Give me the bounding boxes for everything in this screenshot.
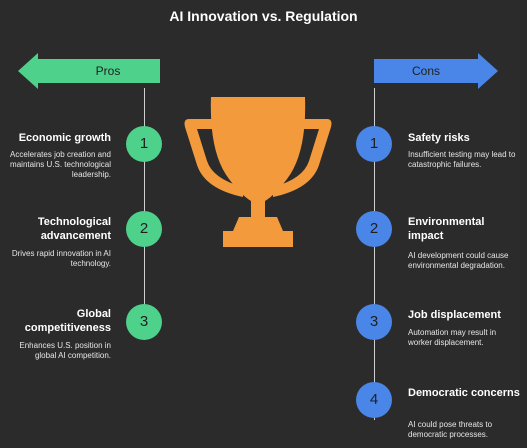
con-item-title: Safety risks — [408, 132, 470, 144]
pro-item-description: Enhances U.S. position in global AI comp… — [19, 341, 111, 360]
pro-item-title: Technological advancement — [37, 216, 111, 242]
con-item-description: AI could pose threats to democratic proc… — [408, 420, 493, 439]
cons-arrow-shape — [374, 53, 498, 89]
pro-item-description: Drives rapid innovation in AI technology… — [11, 249, 111, 268]
pro-item-title: Economic growth — [18, 132, 111, 144]
pros-label: Pros — [95, 64, 121, 78]
con-item-title: Job displacement — [408, 309, 501, 321]
con-number-badge: 2 — [356, 211, 392, 247]
cons-connector-line — [374, 88, 375, 420]
pros-arrow: Pros — [18, 53, 160, 89]
pro-item-description: Accelerates job creation and maintains U… — [10, 150, 111, 179]
pros-arrow-shape — [18, 53, 160, 89]
con-item-description: Automation may result in worker displace… — [408, 328, 497, 347]
con-number-badge: 4 — [356, 382, 392, 418]
pro-number-badge: 2 — [126, 211, 162, 247]
pro-number-badge: 3 — [126, 304, 162, 340]
con-number-badge: 1 — [356, 126, 392, 162]
cons-arrow: Cons — [374, 53, 498, 89]
con-item-title: Democratic concerns — [408, 387, 520, 399]
con-item-title: Environmental impact — [408, 216, 485, 242]
pro-number-badge: 1 — [126, 126, 162, 162]
con-number-badge: 3 — [356, 304, 392, 340]
con-item-description: AI development could cause environmental… — [408, 251, 509, 270]
pro-item-title: Global competitiveness — [24, 308, 111, 334]
con-item-description: Insufficient testing may lead to catastr… — [408, 150, 516, 169]
cons-label: Cons — [411, 64, 440, 78]
trophy-icon — [184, 97, 332, 247]
page-title: AI Innovation vs. Regulation — [169, 8, 358, 24]
